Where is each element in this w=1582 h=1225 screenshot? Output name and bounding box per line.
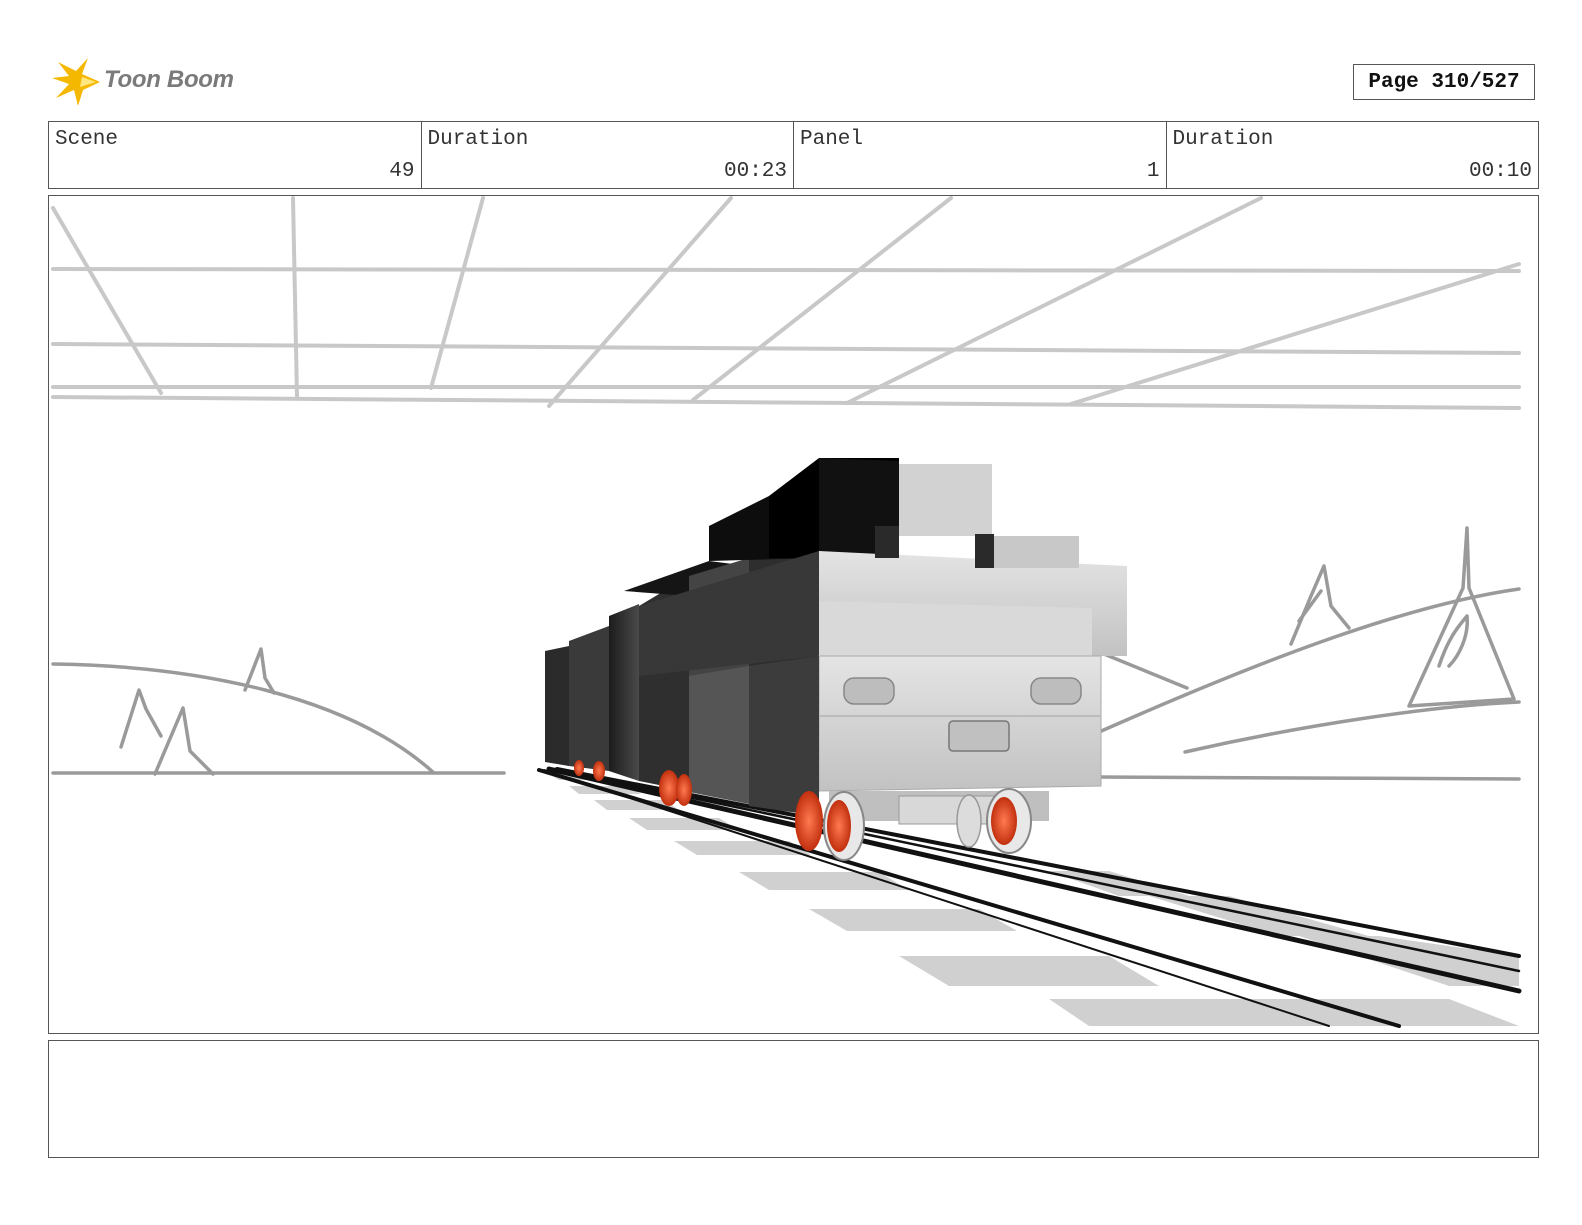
- train-on-tracks-sketch-icon: [51, 196, 1522, 1028]
- page-number: Page 310/527: [1353, 64, 1535, 100]
- scene-value: 49: [389, 160, 415, 183]
- scene-duration-value: 00:23: [723, 160, 787, 183]
- storyboard-panel: [48, 195, 1539, 1034]
- panel-duration-cell: Duration 00:10: [1167, 122, 1539, 188]
- logo-text: Toon Boom: [104, 66, 234, 93]
- panel-notes: [48, 1040, 1539, 1158]
- scene-duration-cell: Duration 00:23: [422, 122, 794, 188]
- panel-value: 1: [1146, 160, 1160, 183]
- panel-duration-value: 00:10: [1468, 160, 1532, 183]
- scene-cell: Scene 49: [49, 122, 422, 188]
- toon-boom-star-icon: [52, 58, 100, 106]
- panel-duration-label: Duration: [1172, 128, 1274, 151]
- scene-info-bar: Scene 49 Duration 00:23 Panel 1 Duration…: [48, 121, 1539, 189]
- toon-boom-logo: Toon Boom: [52, 56, 252, 108]
- panel-cell: Panel 1: [794, 122, 1167, 188]
- train-body: [545, 458, 1127, 825]
- panel-label: Panel: [800, 128, 864, 151]
- scene-duration-label: Duration: [427, 128, 529, 151]
- scene-label: Scene: [55, 128, 119, 151]
